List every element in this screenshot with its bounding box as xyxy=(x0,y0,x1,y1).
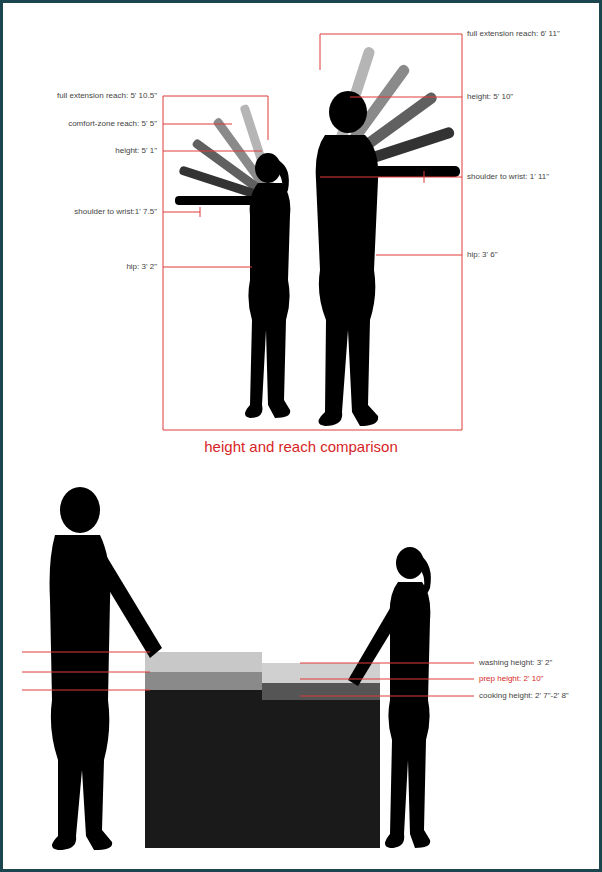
counter xyxy=(145,652,380,848)
dimension-label: full extension reach: 6' 11" xyxy=(466,29,561,39)
measure-lines xyxy=(22,652,474,696)
dimension-label: height: 5' 1" xyxy=(114,146,158,156)
woman-silhouette xyxy=(245,153,290,418)
dimension-label: shoulder to wrist:1' 7.5" xyxy=(73,207,158,217)
dimension-label: prep height: 2' 10" xyxy=(478,674,544,684)
caption: height and reach comparison xyxy=(204,438,397,456)
dimension-label: height: 5' 10" xyxy=(466,92,514,102)
man-silhouette xyxy=(316,91,379,426)
dimension-label: comfort-zone reach: 5' 5" xyxy=(67,119,158,129)
dimension-label: cooking height: 2' 7"-2' 8" xyxy=(478,691,570,701)
dimension-label: washing height: 3' 2" xyxy=(478,658,553,668)
dimension-label: full extension reach: 5' 10.5" xyxy=(56,91,158,101)
woman-silhouette xyxy=(348,547,431,848)
dimension-label: hip: 3' 6" xyxy=(466,250,499,260)
measure-lines xyxy=(163,34,462,430)
dimension-label: shoulder to wrist: 1' 11" xyxy=(466,172,550,182)
dimension-label: hip: 3' 2" xyxy=(125,262,158,272)
man-silhouette xyxy=(50,487,162,850)
